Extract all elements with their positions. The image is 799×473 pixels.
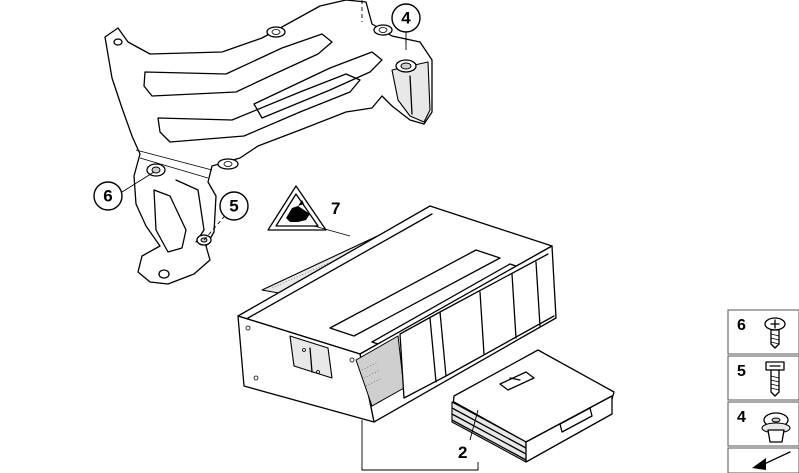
- svg-text:4: 4: [737, 409, 746, 426]
- cd-changer-unit: [237, 205, 557, 423]
- screw-icon: [764, 317, 786, 349]
- side-panel-item-4[interactable]: 4: [737, 409, 791, 443]
- bolt-icon: [765, 361, 785, 397]
- svg-text:5: 5: [229, 197, 238, 216]
- svg-text:5: 5: [737, 363, 746, 380]
- callout-2[interactable]: 2: [458, 443, 467, 462]
- callout-6[interactable]: 6: [93, 181, 123, 211]
- callout-4[interactable]: 4: [391, 3, 421, 33]
- svg-text:6: 6: [103, 187, 112, 206]
- svg-text:6: 6: [737, 317, 746, 334]
- side-panel-item-6[interactable]: 6: [737, 317, 786, 349]
- callout-7[interactable]: 7: [331, 199, 340, 218]
- callout-5[interactable]: 5: [219, 191, 249, 221]
- svg-text:7: 7: [331, 199, 340, 218]
- side-panel-item-5[interactable]: 5: [737, 361, 785, 397]
- svg-text:4: 4: [401, 9, 411, 28]
- mounting-bracket: [104, 0, 433, 285]
- arrow-icon: [752, 451, 791, 470]
- side-panel: [727, 309, 799, 473]
- svg-text:2: 2: [458, 443, 467, 462]
- rubber-grommet-icon: [761, 412, 791, 443]
- cd-magazine: [451, 349, 615, 463]
- hand-warning-triangle-icon: [267, 185, 327, 231]
